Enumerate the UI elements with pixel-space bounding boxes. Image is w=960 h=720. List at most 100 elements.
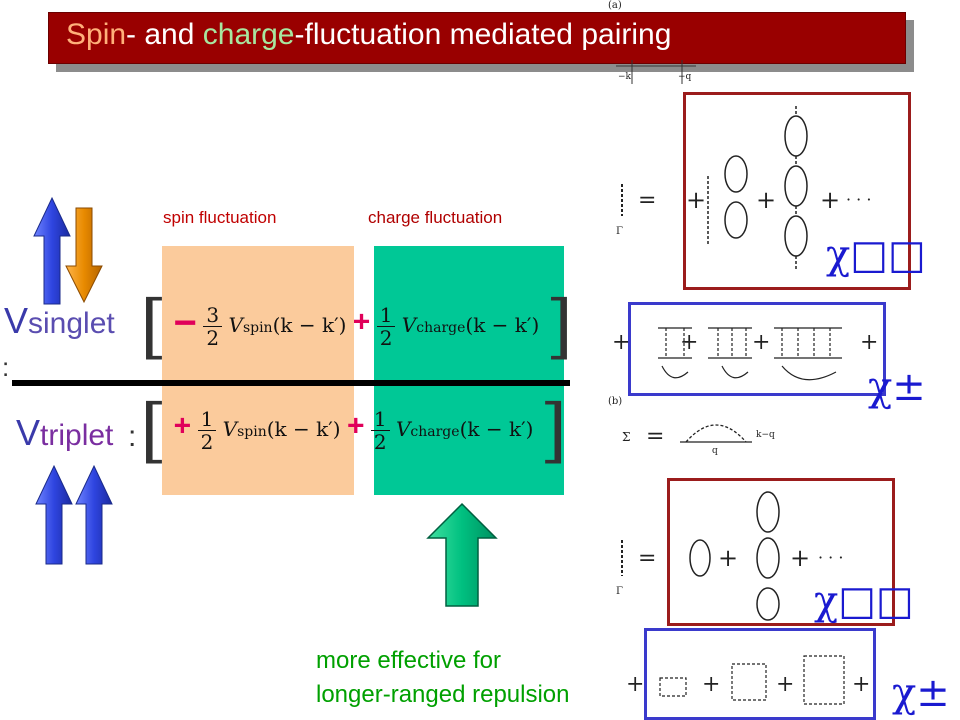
triplet-left-bracket: [ [140,389,168,471]
frac-numerator-3: 3 [203,304,223,327]
charge-fluctuation-label: charge fluctuation [368,208,503,227]
chi-updown-diagram-box-top [683,92,911,290]
plus-d4: + [852,672,871,697]
chi-pm-diagram-box-top [628,302,886,396]
effectiveness-note: more effective for longer-ranged repulsi… [316,644,570,712]
chi-pm-diagram-box-bottom [644,628,876,720]
gamma-vertex-sketch [621,184,623,216]
singlet-triplet-divider [12,380,570,386]
title-charge-word: charge [202,18,295,51]
panel-a-label: (a) [608,0,622,11]
v-singlet-letter: V [4,300,29,341]
v-charge-term: Vcharge(k − k′) [402,313,539,337]
equals-sign-a: = [638,188,657,213]
title-and: - and [126,18,203,51]
singlet-colon: : [2,352,10,382]
frac-denominator: 2 [379,325,393,350]
q-label: q [712,446,718,456]
top-propagator-sketch [616,60,696,84]
ladder-diagram-top [658,327,842,381]
bubble-chain-diagram-top [707,106,808,271]
plus-b1: + [612,330,631,355]
v-symbol: V [395,416,411,441]
charge-panel [374,246,564,495]
chi-updown-diagram-box-bottom [667,478,895,626]
chi-pm-bottom-label: χ± [892,670,950,716]
equals-sign-sigma: = [646,424,665,449]
singlet-right-bracket: ] [545,285,573,367]
k-minus-q-label: k−q [756,430,775,440]
triplet-colon: : [128,420,137,453]
gamma-vertex-sketch-b [621,540,623,576]
spin-argument: (k − k′) [266,416,341,441]
v-spin-term: Vspin(k − k′) [228,313,346,337]
v-charge-term: Vcharge(k − k′) [396,417,533,441]
chi-updown-top-label: χ□□ [826,232,926,278]
chi-updown-bottom-label: χ□□ [814,578,914,624]
v-symbol: V [228,312,243,337]
chi-pm-top-label: χ± [868,364,926,410]
singlet-spin-arrows-icon [33,196,103,305]
green-up-arrow-icon [426,502,498,607]
ladder-diagram-bottom [659,655,845,705]
sigma-label: Σ [622,430,631,444]
note-line-2: longer-ranged repulsion [316,681,570,708]
gamma-label-b: Γ [616,586,623,597]
singlet-plus-sign: + [352,305,371,339]
frac-numerator-1: 1 [376,304,396,327]
plus-a3: + [820,186,841,214]
charge-subscript: charge [416,319,466,336]
v-singlet-subscript: singlet [28,307,115,340]
v-triplet-letter: V [16,412,41,453]
v-triplet-subscript: triplet [40,419,114,452]
charge-argument: (k − k′) [465,312,540,337]
singlet-left-bracket: [ [140,285,168,367]
bubble-chain-diagram-bottom [689,491,780,621]
spin-argument: (k − k′) [272,312,347,337]
gamma-label-a: Γ [616,226,623,237]
plus-d2: + [702,672,721,697]
note-line-1: more effective for [316,647,501,674]
v-spin-term: Vspin(k − k′) [223,417,341,441]
plus-b4: + [860,330,879,355]
frac-denominator: 2 [373,429,387,454]
frac-numerator-1: 1 [370,408,390,431]
ellipsis-a: · · · [846,190,872,209]
equals-sign-b: = [638,546,657,571]
triplet-plus-sign-2: + [346,409,365,443]
plus-a2: + [756,186,777,214]
slide-title: Spin- and charge-fluctuation mediated pa… [66,18,671,52]
plus-b2: + [680,330,699,355]
charge-subscript: charge [410,423,460,440]
triplet-right-bracket: ] [539,389,568,471]
title-rest: -fluctuation mediated pairing [294,18,672,51]
minus-k-label: −k [618,72,631,82]
panel-b-label: (b) [608,396,623,407]
frac-denominator: 2 [206,325,220,350]
plus-a1: + [686,186,707,214]
minus-q-label: −q [678,72,692,82]
spin-panel [162,246,354,495]
spin-subscript: spin [237,423,267,440]
ellipsis-c: · · · [818,548,844,567]
title-spin-word: Spin [66,18,127,51]
frac-denominator: 2 [200,429,214,454]
frac-numerator-1: 1 [197,408,217,431]
title-banner [48,12,906,64]
triplet-spin-arrows-icon [35,464,113,565]
triplet-plus-sign-1: + [173,409,192,443]
charge-argument: (k − k′) [459,416,534,441]
spin-fluctuation-label: spin fluctuation [163,208,277,227]
self-energy-sketch [680,424,752,443]
v-symbol: V [222,416,238,441]
spin-subscript: spin [242,319,273,336]
plus-b3: + [752,330,771,355]
singlet-minus-sign: − [173,300,198,345]
v-triplet-label: Vtriplet [16,412,113,454]
